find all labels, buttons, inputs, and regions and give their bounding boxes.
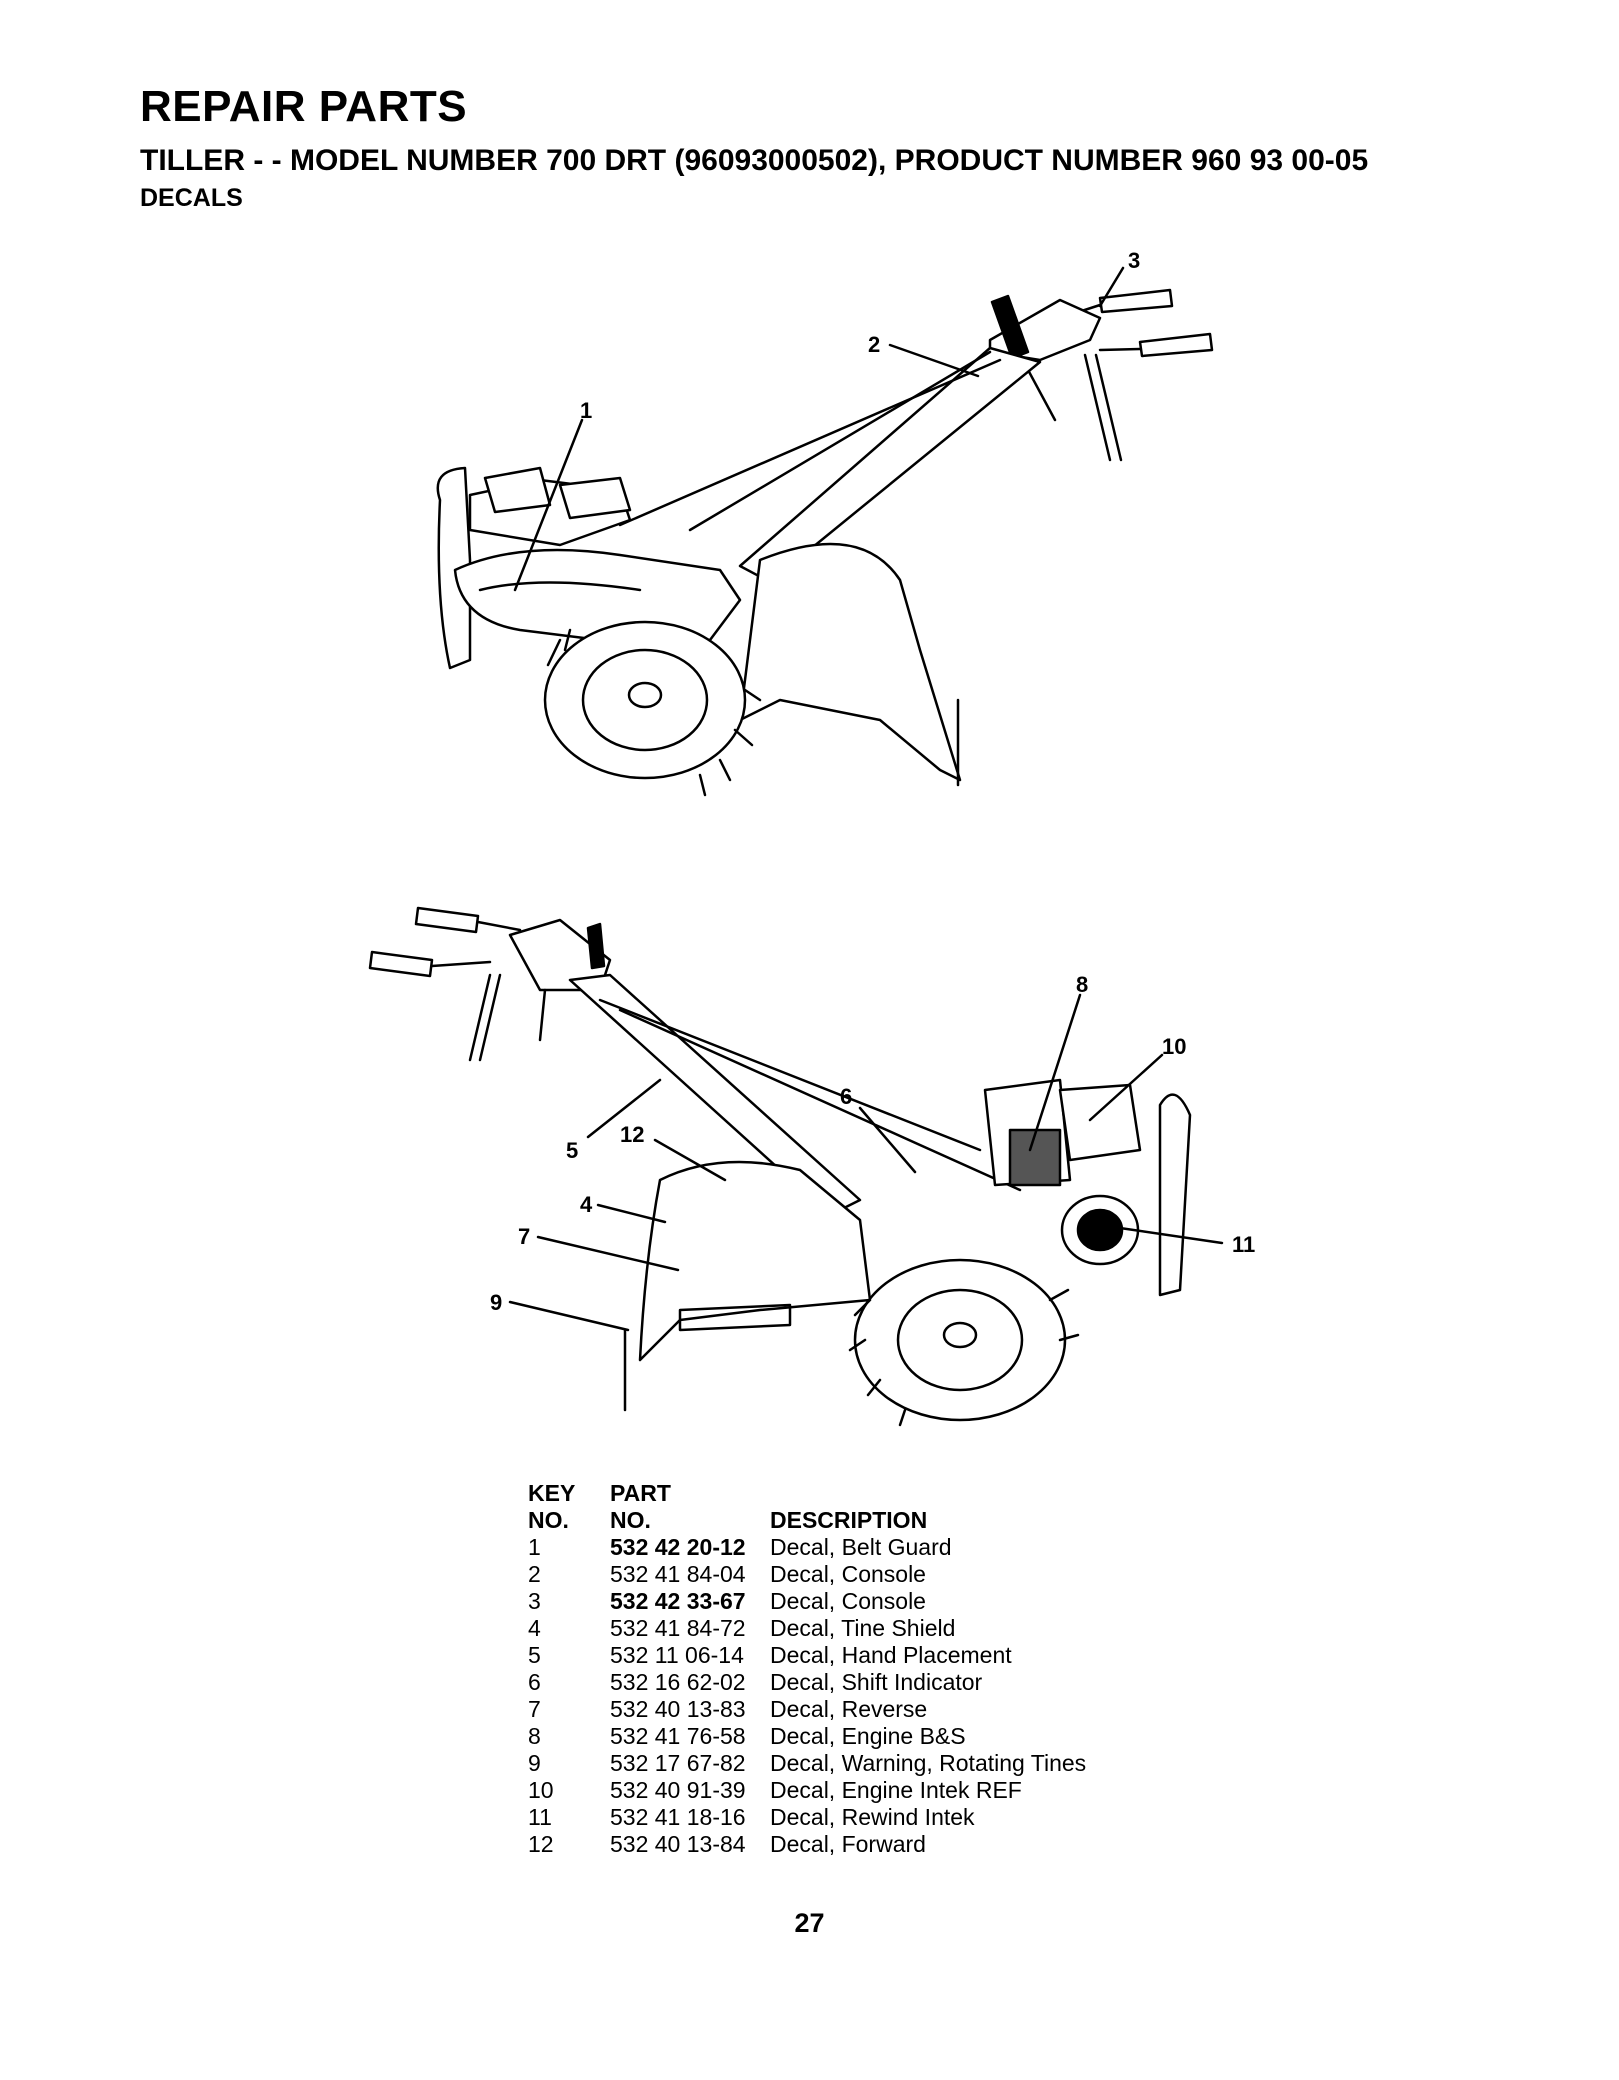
row-key: 8 [528, 1723, 541, 1749]
handle-grip-right [368, 950, 434, 978]
tine-shield [738, 542, 962, 782]
belt-guard [453, 548, 742, 642]
row-part-number: 532 42 33-67 [610, 1588, 746, 1614]
row-part-number: 532 16 62-02 [610, 1669, 746, 1695]
page-title: REPAIR PARTS [140, 82, 468, 131]
callout-4: 4 [580, 1192, 593, 1217]
row-part-number: 532 40 91-39 [610, 1777, 746, 1803]
page-number: 27 [794, 1908, 825, 1938]
row-description: Decal, Console [770, 1588, 926, 1614]
table-row: 5 532 11 06-14 Decal, Hand Placement [528, 1642, 1086, 1669]
row-description: Decal, Hand Placement [770, 1642, 1012, 1668]
col-part-header: PART [610, 1480, 671, 1506]
table-row: 7 532 40 13-83 Decal, Reverse [528, 1696, 1086, 1723]
shift-lever [990, 294, 1030, 360]
shift-lever [586, 922, 606, 970]
row-key: 10 [528, 1777, 554, 1803]
row-part-number: 532 40 13-84 [610, 1831, 746, 1857]
callout-10: 10 [1162, 1034, 1186, 1059]
callout-9: 9 [490, 1290, 502, 1315]
row-part-number: 532 41 76-58 [610, 1723, 746, 1749]
row-key: 4 [528, 1615, 541, 1641]
tine-shield [638, 1160, 872, 1362]
parts-table: KEY PART NO. NO. DESCRIPTION 1 532 42 20… [528, 1480, 1086, 1858]
callout-8: 8 [1076, 972, 1088, 997]
table-row: 8 532 41 76-58 Decal, Engine B&S [528, 1723, 1086, 1750]
row-description: Decal, Tine Shield [770, 1615, 956, 1641]
row-description: Decal, Belt Guard [770, 1534, 952, 1560]
callout-6: 6 [840, 1084, 852, 1109]
table-row: 3 532 42 33-67 Decal, Console [528, 1588, 1086, 1615]
table-header-row-1: KEY PART [528, 1480, 1086, 1507]
table-row: 4 532 41 84-72 Decal, Tine Shield [528, 1615, 1086, 1642]
handle-grip-left [1138, 332, 1214, 358]
rear-guard [436, 466, 472, 670]
row-description: Decal, Warning, Rotating Tines [770, 1750, 1087, 1776]
row-part-number: 532 17 67-82 [610, 1750, 746, 1776]
wheel [543, 620, 747, 780]
callout-3: 3 [1128, 248, 1140, 273]
col-key-header: KEY [528, 1480, 576, 1506]
row-key: 3 [528, 1588, 541, 1614]
row-key: 9 [528, 1750, 541, 1776]
wheel [853, 1258, 1067, 1422]
row-key: 6 [528, 1669, 541, 1695]
row-description: Decal, Engine B&S [770, 1723, 966, 1749]
handlebar-arm [568, 973, 862, 1217]
row-key: 1 [528, 1534, 541, 1560]
table-row: 12 532 40 13-84 Decal, Forward [528, 1831, 1086, 1858]
row-key: 7 [528, 1696, 541, 1722]
col-key-header-no: NO. [528, 1507, 569, 1533]
callout-1: 1 [580, 398, 592, 423]
table-row: 10 532 40 91-39 Decal, Engine Intek REF [528, 1777, 1086, 1804]
row-part-number: 532 41 18-16 [610, 1804, 746, 1830]
table-row: 2 532 41 84-04 Decal, Console [528, 1561, 1086, 1588]
callout-7: 7 [518, 1224, 530, 1249]
row-description: Decal, Engine Intek REF [770, 1777, 1022, 1803]
handle-grip-right [1098, 288, 1174, 314]
row-key: 11 [528, 1804, 552, 1830]
rear-guard [1158, 1093, 1192, 1297]
row-description: Decal, Console [770, 1561, 926, 1587]
row-part-number: 532 40 13-83 [610, 1696, 746, 1722]
row-description: Decal, Rewind Intek [770, 1804, 975, 1830]
row-key: 2 [528, 1561, 541, 1587]
row-key: 5 [528, 1642, 541, 1668]
col-desc-header: DESCRIPTION [770, 1507, 928, 1533]
callout-11: 11 [1232, 1232, 1255, 1257]
col-part-header-no: NO. [610, 1507, 651, 1533]
row-part-number: 532 11 06-14 [610, 1642, 744, 1668]
table-row: 9 532 17 67-82 Decal, Warning, Rotating … [528, 1750, 1086, 1777]
table-row: 1 532 42 20-12 Decal, Belt Guard [528, 1534, 1086, 1561]
tiller-rear-view-illustration: 1 2 3 [436, 248, 1214, 797]
handle-grip-left [414, 906, 480, 934]
tiller-front-view-illustration: 5 12 4 7 9 6 8 10 11 [368, 906, 1255, 1427]
callout-12: 12 [620, 1122, 644, 1147]
callout-5: 5 [566, 1138, 578, 1163]
handlebar-arm [738, 346, 1042, 584]
table-header-row-2: NO. NO. DESCRIPTION [528, 1507, 1086, 1534]
row-part-number: 532 41 84-72 [610, 1615, 746, 1641]
callout-2: 2 [868, 332, 880, 357]
row-description: Decal, Forward [770, 1831, 926, 1857]
section-heading: DECALS [140, 184, 243, 212]
row-key: 12 [528, 1831, 554, 1857]
row-part-number: 532 42 20-12 [610, 1534, 746, 1560]
table-row: 6 532 16 62-02 Decal, Shift Indicator [528, 1669, 1086, 1696]
model-subtitle: TILLER - - MODEL NUMBER 700 DRT (9609300… [140, 144, 1369, 177]
row-part-number: 532 41 84-04 [610, 1561, 746, 1587]
row-description: Decal, Reverse [770, 1696, 928, 1722]
row-description: Decal, Shift Indicator [770, 1669, 983, 1695]
table-row: 11 532 41 18-16 Decal, Rewind Intek [528, 1804, 1086, 1831]
